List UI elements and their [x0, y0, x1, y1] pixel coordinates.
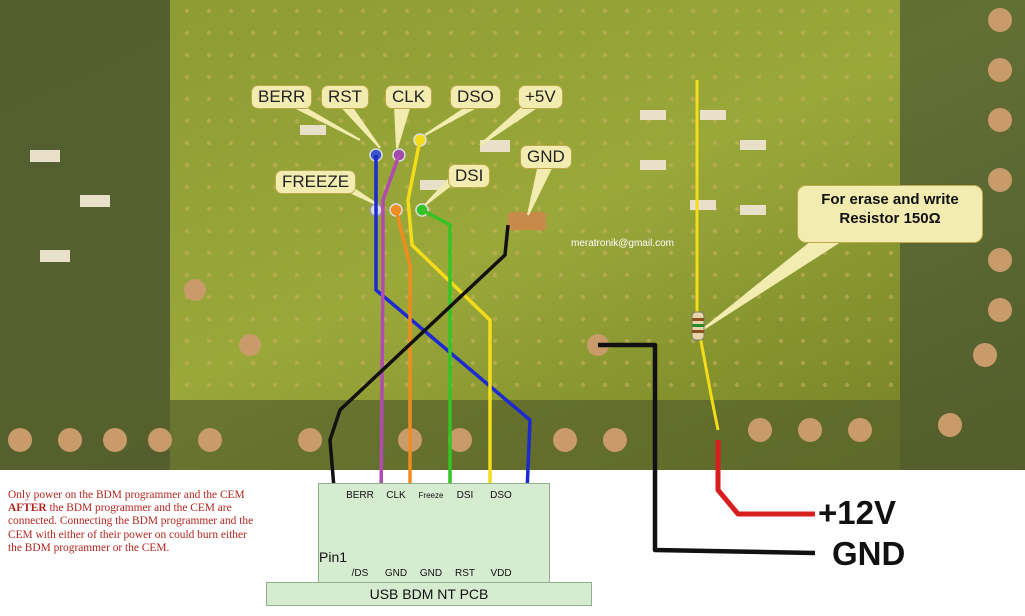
callout-clk: CLK — [385, 85, 433, 109]
label-gnd: GND — [832, 535, 906, 572]
callout-berr: BERR — [251, 85, 313, 109]
callout-freeze: FREEZE — [275, 170, 357, 194]
header-label-dso: DSO — [490, 490, 512, 501]
email-label: meratronik@gmail.com — [571, 238, 674, 249]
callout-pointers — [289, 104, 854, 331]
header-label-gnd-2: GND — [419, 568, 443, 579]
bdm-pcb — [318, 483, 550, 585]
header-label-rst: RST — [455, 568, 475, 579]
wire-dsi-green — [421, 208, 452, 505]
wire-resistor-yellow — [695, 80, 720, 431]
warning-part1: Only power on the BDM programmer and the… — [8, 489, 245, 501]
callout-5v: +5V — [518, 85, 563, 109]
resistor-note: For erase and write Resistor 150Ω — [797, 185, 983, 243]
pin1-label: Pin1 — [319, 549, 348, 565]
warning-part2: the BDM programmer and the CEM are conne… — [8, 502, 254, 554]
label-12v: +12V — [818, 494, 896, 531]
callout-dsi: DSI — [448, 164, 491, 188]
pcb-left-dark-area — [0, 0, 170, 470]
warning-after: AFTER — [8, 502, 47, 515]
wire-12v-red — [715, 440, 815, 517]
resistor-note-line1: For erase and write — [821, 191, 959, 208]
header-label-clk: CLK — [386, 490, 406, 501]
wire-berr-purple — [379, 154, 401, 506]
pcb-pads — [8, 8, 1012, 452]
header-label-dsi: DSI — [456, 490, 474, 501]
bdm-board-label: USB BDM NT PCB — [266, 582, 592, 606]
header-label-ds: /DS — [351, 568, 369, 579]
pcb-components — [30, 110, 766, 262]
power-warning: Only power on the BDM programmer and the… — [8, 489, 263, 555]
resistor-note-line2: Resistor 150Ω — [839, 210, 941, 227]
header-label-gnd-1: GND — [384, 568, 408, 579]
header-label-vdd: VDD — [490, 568, 512, 579]
wire-gnd-to-terminal — [598, 342, 816, 556]
resistor-150-ohm — [691, 311, 705, 341]
header-label-freeze: Freeze — [418, 491, 444, 500]
wire-dso-yellow — [406, 139, 492, 505]
header-label-berr: BERR — [346, 490, 374, 501]
callout-rst: RST — [321, 85, 369, 109]
callout-dso: DSO — [450, 85, 501, 109]
wire-clk-orange — [394, 209, 412, 505]
callout-gnd: GND — [520, 145, 572, 169]
